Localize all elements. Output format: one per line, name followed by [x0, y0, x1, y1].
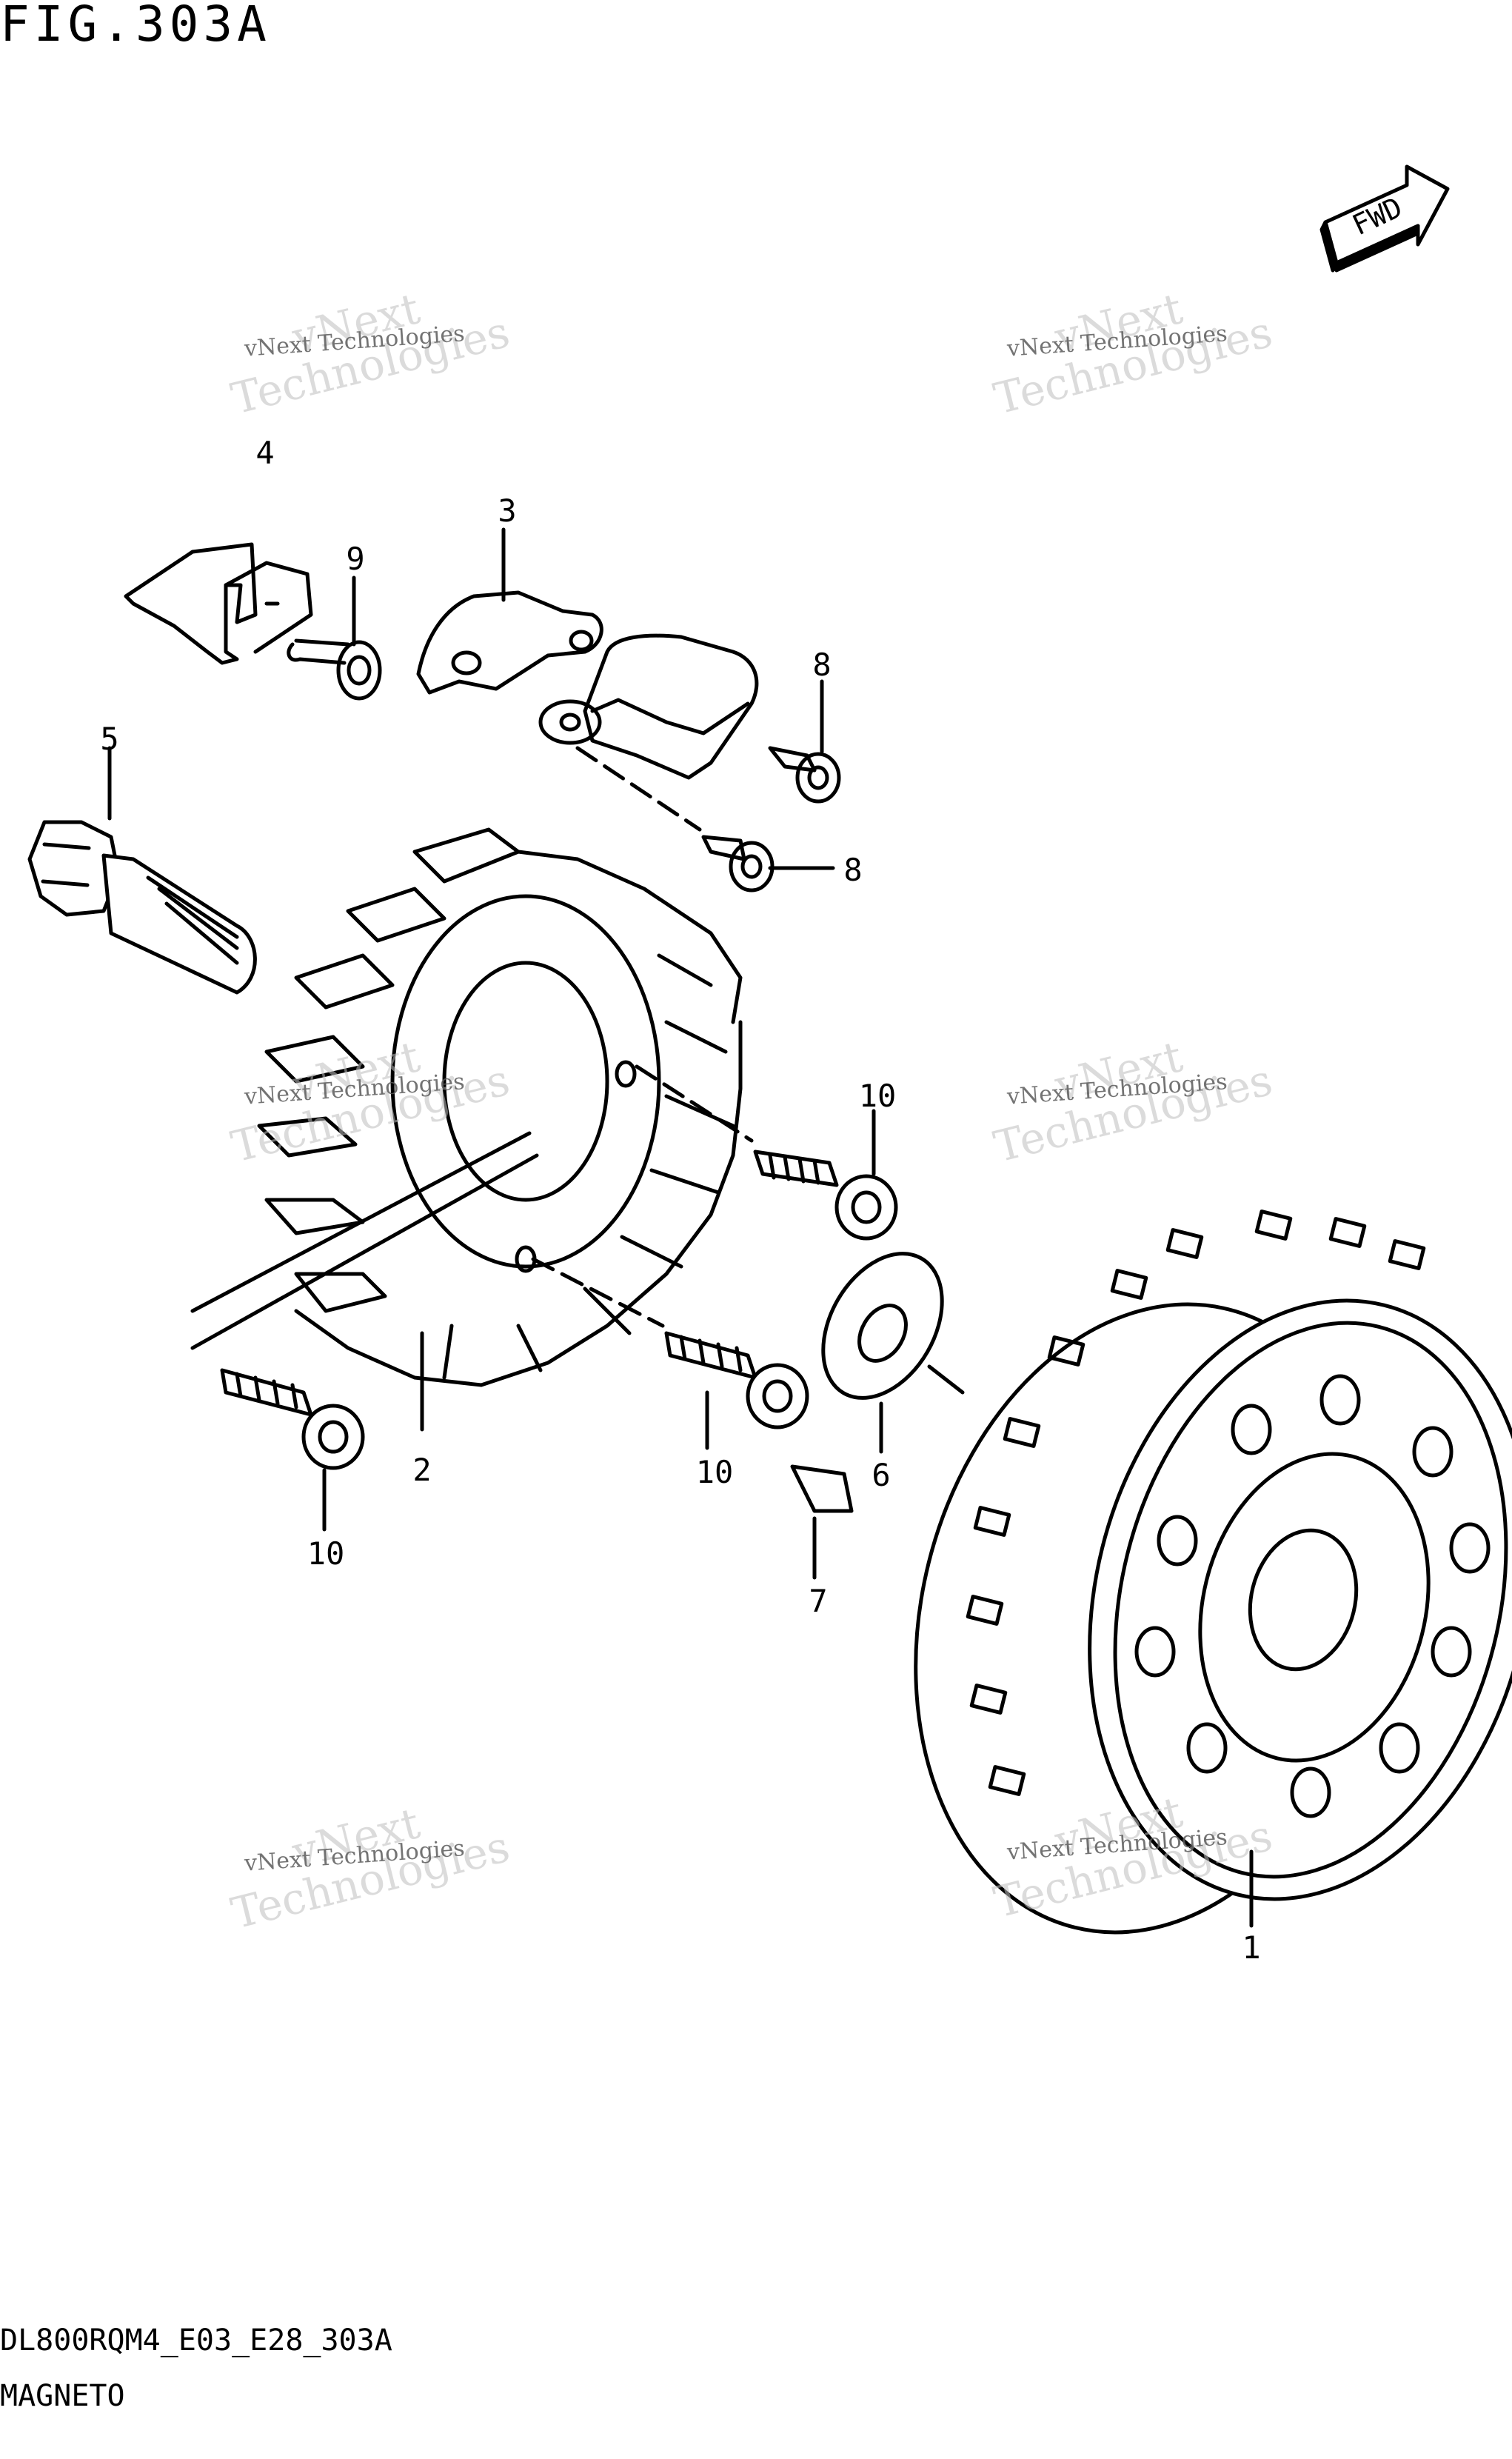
- callout-6: 6: [872, 1457, 891, 1493]
- washer-part-6: [821, 1252, 965, 1454]
- leader-dash-8: [575, 746, 702, 832]
- screw-part-8b: [701, 835, 835, 892]
- screw-part-10c: [220, 1368, 365, 1532]
- bolt-part-5: [27, 746, 257, 995]
- fwd-arrow-icon: [1319, 164, 1450, 273]
- bracket-part-4: [124, 542, 313, 665]
- screw-part-9: [287, 575, 382, 701]
- callout-10a: 10: [858, 1078, 897, 1114]
- leader-dash-10a: [635, 1064, 754, 1143]
- rotor-holes: [1134, 1374, 1491, 1818]
- callout-9: 9: [346, 541, 365, 577]
- callout-3: 3: [498, 493, 517, 529]
- rotor-part-1: [914, 1210, 1512, 1935]
- callout-10b: 10: [695, 1454, 734, 1490]
- callout-8a: 8: [812, 647, 832, 683]
- model-code: DL800RQM4_E03_E28_303A: [0, 2323, 392, 2358]
- screw-part-10a: [753, 1109, 898, 1241]
- key-part-7: [790, 1464, 854, 1580]
- callout-1: 1: [1242, 1929, 1261, 1966]
- section-name: MAGNETO: [0, 2379, 125, 2413]
- callout-8b: 8: [843, 852, 863, 888]
- stator-part-2: [190, 827, 743, 1432]
- callout-10c: 10: [307, 1535, 345, 1572]
- rotor-reluctors: [966, 1210, 1426, 1796]
- leader-dash-10b: [531, 1257, 665, 1328]
- callout-2: 2: [412, 1452, 432, 1488]
- screw-part-10b: [664, 1331, 809, 1450]
- callout-7: 7: [809, 1583, 828, 1619]
- figure-title: FIG.303A: [0, 0, 271, 53]
- callout-4: 4: [255, 435, 275, 471]
- clamp-part-3: [416, 527, 759, 780]
- callout-5: 5: [100, 721, 119, 757]
- screw-part-8a: [768, 679, 841, 804]
